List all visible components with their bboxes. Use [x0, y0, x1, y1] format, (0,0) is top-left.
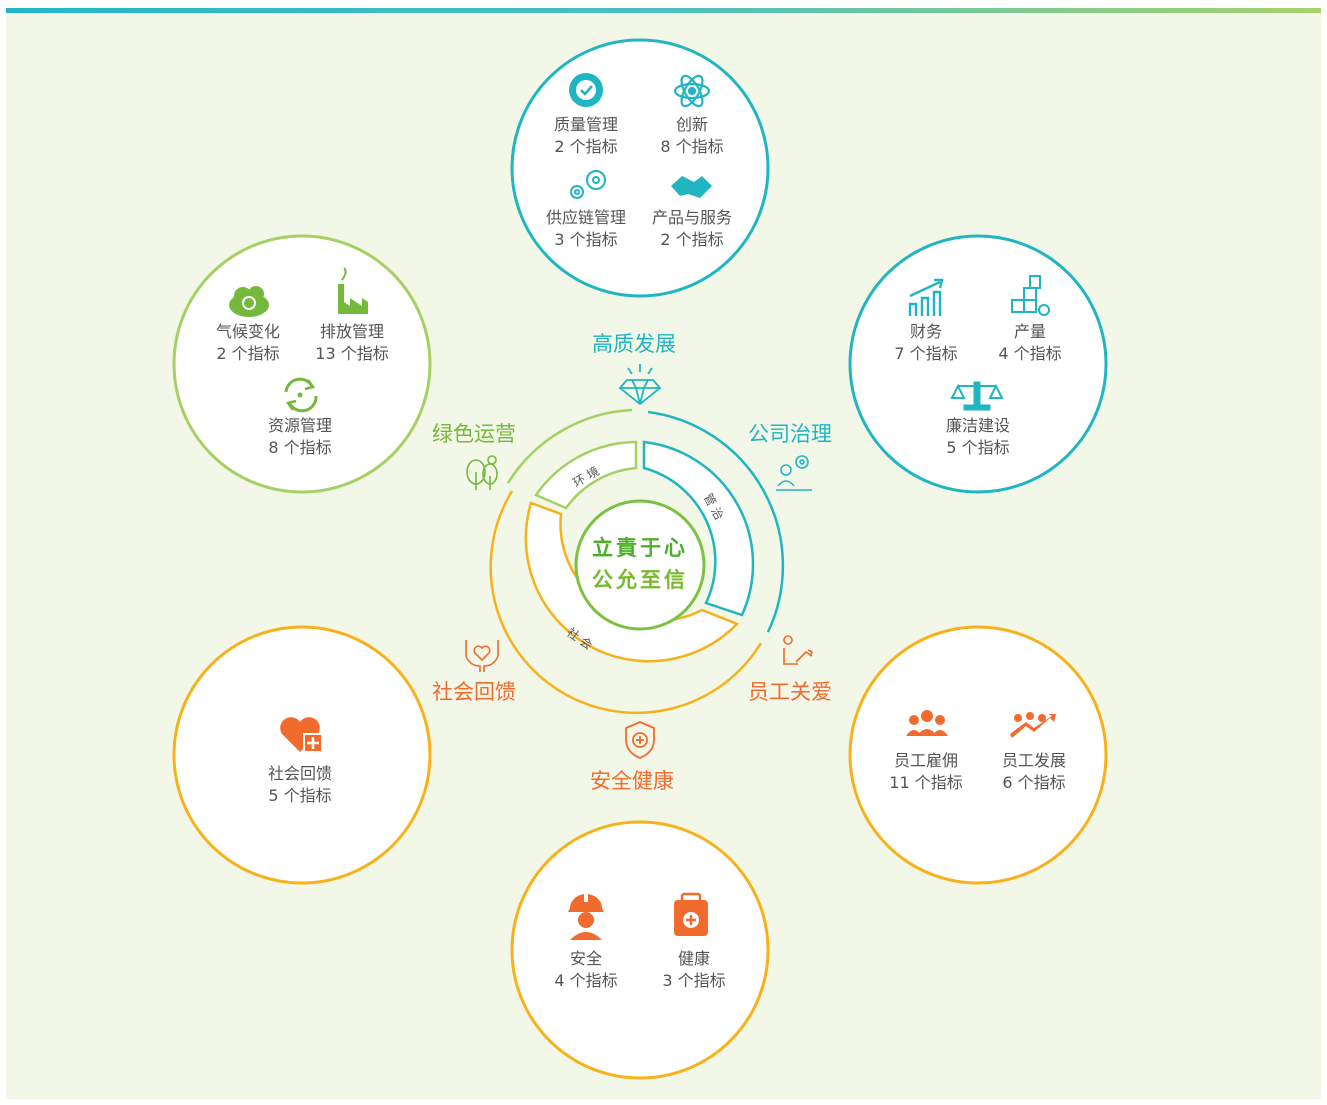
gears-icon	[570, 170, 606, 199]
label-employee: 员工关爱	[748, 680, 832, 704]
item-name: 创新	[675, 115, 708, 134]
item-name: 质量管理	[553, 115, 618, 134]
item-count: 11 个指标	[889, 773, 963, 792]
item-name: 安全	[569, 949, 602, 968]
item-name: 排放管理	[319, 322, 384, 341]
item-resource-management: 资源管理 8 个指标	[240, 415, 360, 459]
item-count: 8 个指标	[660, 137, 724, 156]
item-name: 资源管理	[267, 416, 332, 435]
item-count: 13 个指标	[315, 344, 389, 363]
item-name: 社会回馈	[267, 764, 332, 783]
cloud-recycle-icon	[229, 286, 269, 317]
segment-ring	[524, 440, 755, 663]
helmet-worker-icon	[568, 894, 604, 940]
medical-kit-icon	[674, 892, 708, 936]
item-name: 员工雇佣	[893, 751, 958, 770]
item-finance: 财务 7 个指标	[866, 321, 986, 365]
item-employee-development: 员工发展 6 个指标	[974, 750, 1094, 794]
item-count: 2 个指标	[660, 230, 724, 249]
item-name: 产量	[1013, 322, 1046, 341]
item-count: 6 个指标	[1002, 773, 1066, 792]
circle-safety	[510, 820, 770, 1080]
people-icon	[906, 710, 948, 736]
item-supply-chain: 供应链管理 3 个指标	[526, 207, 646, 251]
item-quality-management: 质量管理 2 个指标	[526, 114, 646, 158]
item-name: 健康	[677, 949, 710, 968]
item-innovation: 创新 8 个指标	[632, 114, 752, 158]
people-growth-icon	[1010, 712, 1056, 738]
label-safety: 安全健康	[590, 769, 674, 793]
diamond-icon	[618, 364, 662, 406]
trees-icon	[466, 455, 498, 490]
chart-growth-icon	[908, 278, 944, 316]
item-health: 健康 3 个指标	[634, 948, 754, 992]
item-community-giving: 社会回馈 5 个指标	[240, 763, 360, 807]
scale-icon	[950, 381, 1004, 411]
circle-quality	[510, 38, 770, 298]
item-name: 供应链管理	[545, 208, 626, 227]
item-products-services: 产品与服务 2 个指标	[632, 207, 752, 251]
circle-employee	[848, 625, 1108, 885]
cycle-icon	[284, 377, 318, 413]
item-climate-change: 气候变化 2 个指标	[188, 321, 308, 365]
boxes-gear-icon	[1011, 275, 1050, 316]
factory-icon	[338, 267, 368, 314]
person-gears-icon	[776, 455, 812, 491]
item-name: 气候变化	[215, 322, 280, 341]
item-employment: 员工雇佣 11 个指标	[866, 750, 986, 794]
item-count: 4 个指标	[998, 344, 1062, 363]
label-community: 社会回馈	[432, 680, 516, 704]
heart-plus-icon	[280, 717, 323, 753]
item-output: 产量 4 个指标	[970, 321, 1090, 365]
label-governance: 公司治理	[748, 422, 832, 446]
circle-community	[172, 625, 432, 885]
item-name: 廉洁建设	[945, 416, 1010, 435]
slogan-line-1: 立責于心	[592, 535, 688, 560]
item-count: 2 个指标	[216, 344, 280, 363]
employee-care-icon	[783, 635, 814, 665]
item-count: 8 个指标	[268, 438, 332, 457]
item-integrity: 廉洁建设 5 个指标	[918, 415, 1038, 459]
outer-ring	[489, 408, 785, 715]
label-green: 绿色运营	[432, 422, 516, 446]
atom-icon	[673, 74, 711, 108]
label-quality: 高质发展	[592, 332, 676, 356]
center-circle	[574, 499, 706, 631]
item-name: 产品与服务	[651, 208, 732, 227]
item-name: 员工发展	[1001, 751, 1066, 770]
item-count: 3 个指标	[554, 230, 618, 249]
shield-plus-icon	[625, 721, 655, 759]
item-count: 5 个指标	[946, 438, 1010, 457]
slogan-line-2: 公允至信	[592, 567, 688, 592]
item-count: 5 个指标	[268, 786, 332, 805]
item-count: 7 个指标	[894, 344, 958, 363]
item-name: 财务	[909, 322, 942, 341]
hands-heart-icon	[465, 640, 499, 672]
handshake-icon	[671, 176, 712, 198]
item-count: 3 个指标	[662, 971, 726, 990]
badge-check-icon	[569, 73, 603, 107]
item-safety: 安全 4 个指标	[526, 948, 646, 992]
item-count: 2 个指标	[554, 137, 618, 156]
circle-governance	[848, 234, 1108, 494]
top-accent-bar	[6, 8, 1321, 13]
item-emission-management: 排放管理 13 个指标	[292, 321, 412, 365]
item-count: 4 个指标	[554, 971, 618, 990]
